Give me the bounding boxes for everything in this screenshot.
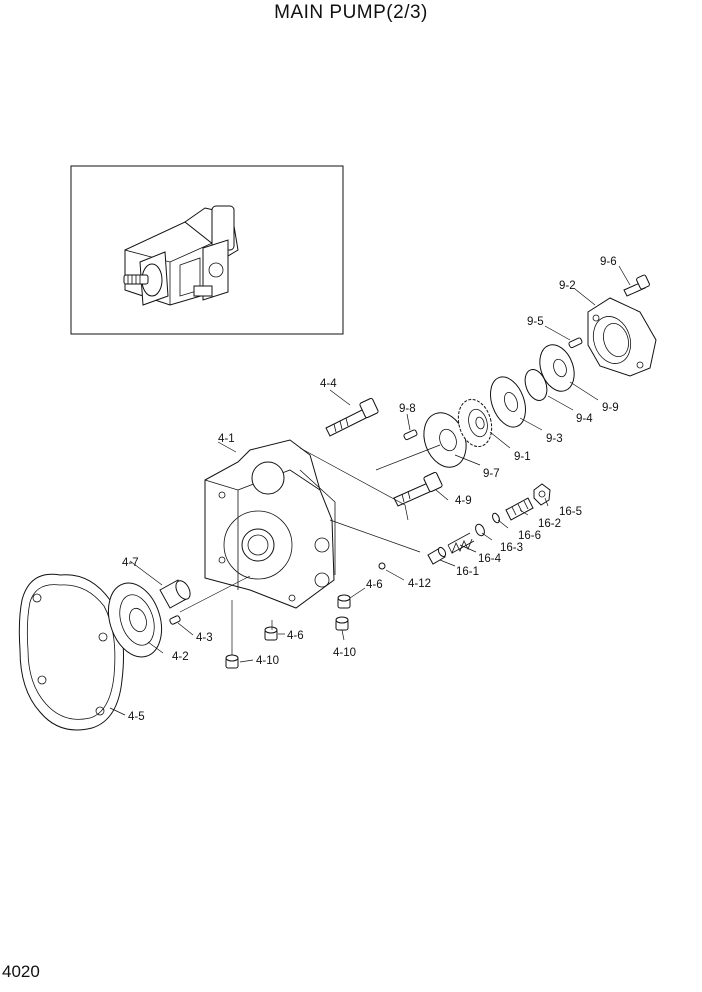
pump-overview-illustration [123, 205, 239, 306]
page-number: 4020 [2, 962, 40, 981]
part-9-6-bolt [623, 274, 650, 297]
label-4-12: 4-12 [408, 578, 431, 590]
label-9-7: 9-7 [483, 468, 500, 480]
label-9-1: 9-1 [514, 451, 531, 463]
label-4-7: 4-7 [122, 557, 139, 569]
label-9-6: 9-6 [600, 256, 617, 268]
label-16-1: 16-1 [456, 566, 479, 578]
part-4-5-gasket [18, 573, 124, 731]
part-9-9-plate [539, 344, 575, 392]
part-16-4-spring [447, 532, 475, 554]
label-16-2: 16-2 [538, 518, 561, 530]
part-4-6-cap-upper [337, 594, 351, 609]
label-4-5: 4-5 [128, 711, 145, 723]
part-16-2-valve-body [505, 497, 534, 521]
part-4-4-bolt [325, 397, 379, 437]
label-4-4: 4-4 [320, 378, 337, 390]
part-4-7-bushing [159, 579, 191, 609]
label-9-8: 9-8 [399, 403, 416, 415]
part-9-2-cover [587, 297, 657, 377]
label-16-4: 16-4 [478, 553, 502, 565]
label-9-3: 9-3 [546, 433, 563, 445]
label-4-6-lower: 4-6 [287, 630, 304, 642]
label-9-4: 9-4 [576, 413, 593, 425]
label-4-1: 4-1 [218, 433, 235, 445]
page-title: MAIN PUMP(2/3) [274, 2, 428, 23]
label-16-3: 16-3 [500, 542, 523, 554]
overview-inset [70, 165, 344, 335]
part-9-4-o-ring [524, 369, 548, 401]
part-4-3-pin [169, 615, 181, 625]
part-9-8-pin [403, 429, 418, 441]
label-9-9: 9-9 [602, 402, 619, 414]
label-4-9: 4-9 [455, 495, 472, 507]
label-9-2: 9-2 [559, 280, 576, 292]
label-4-6-upper: 4-6 [366, 579, 383, 591]
part-4-10-plug-left [225, 654, 239, 669]
leader-lines [109, 265, 631, 716]
label-16-6: 16-6 [518, 530, 541, 542]
part-4-9-bolt [393, 471, 443, 507]
part-4-6-cap-lower [264, 626, 278, 641]
part-4-12-plug [378, 562, 386, 570]
part-labels: 4-1 4-2 4-3 4-4 4-5 4-6 4-6 4-7 4-9 4-10… [122, 256, 619, 723]
label-4-10-right: 4-10 [333, 647, 356, 659]
label-4-2: 4-2 [172, 651, 189, 663]
part-16-6-o-ring [492, 512, 500, 524]
part-16-5-nut [533, 483, 551, 506]
part-9-3-washer [490, 376, 526, 428]
part-9-5-pin [568, 337, 583, 349]
part-4-10-plug-right [335, 616, 349, 631]
label-16-5: 16-5 [559, 506, 582, 518]
part-16-1-valve-seat [427, 546, 447, 565]
part-9-1-gear [457, 398, 493, 448]
part-4-1-housing [204, 439, 336, 609]
label-9-5: 9-5 [527, 316, 544, 328]
part-4-2-side-plate [107, 582, 163, 658]
label-4-3: 4-3 [196, 632, 213, 644]
label-4-10-left: 4-10 [256, 655, 279, 667]
